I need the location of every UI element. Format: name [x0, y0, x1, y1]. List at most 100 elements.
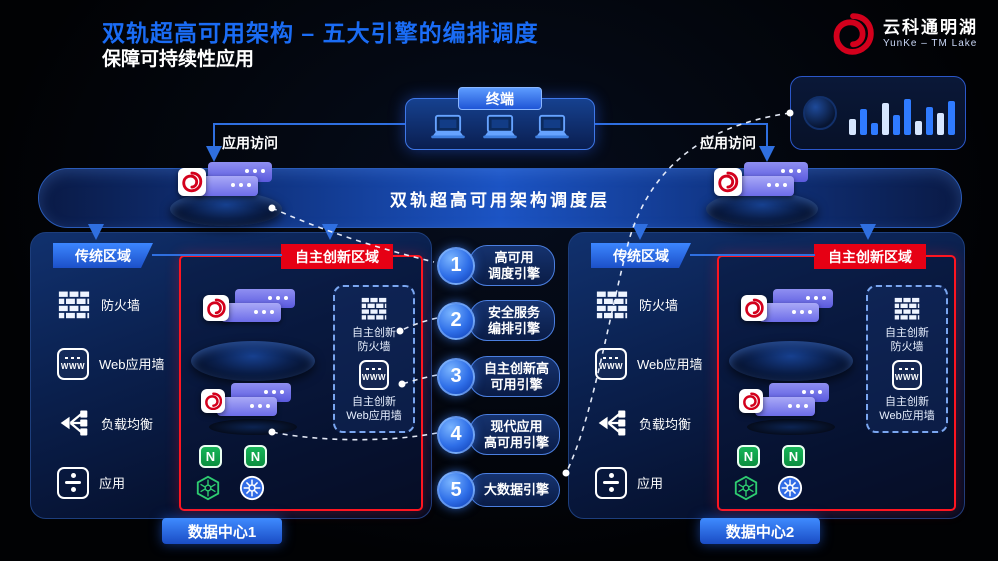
load-balancer-icon [57, 406, 91, 440]
bar-chart [849, 91, 955, 135]
laptop-icon [534, 114, 570, 140]
nginx-icon: N [782, 445, 805, 468]
storage-disk-icon [729, 341, 853, 381]
nginx-row: N N [199, 445, 267, 468]
item-label: Web应用墙 [637, 357, 703, 373]
yunke-swirl-icon [831, 12, 875, 56]
nginx-row: N N [737, 445, 805, 468]
innovation-firewall-label: 自主创新防火墙 [352, 327, 396, 354]
item-label: 负载均衡 [639, 416, 692, 432]
load-balancer-item: 负载均衡 [595, 406, 717, 440]
innovation-server-stack [197, 383, 307, 437]
firewall-item: 防火墙 [57, 287, 179, 321]
item-label: 负载均衡 [101, 416, 154, 432]
app-access-label-left: 应用访问 [222, 135, 278, 151]
server-stack-right [704, 162, 822, 226]
server-card-icon [759, 303, 819, 322]
traditional-items: 防火墙 WWW Web应用墙 负载均衡 应用 [595, 287, 717, 499]
yunke-swirl-icon [203, 295, 229, 321]
datacenter-1-label: 数据中心1 [162, 518, 282, 544]
storage-disk-icon [747, 419, 835, 435]
server-stack-left [168, 162, 286, 226]
storage-disk-icon [191, 341, 315, 381]
datacenter-1-panel: 传统区域 防火墙 WWW Web应用墙 负载均衡 应用 自主创新区域 [30, 232, 432, 519]
storage-disk-icon [706, 192, 818, 226]
terminal-label: 终端 [458, 87, 542, 110]
firewall-icon [595, 287, 629, 321]
orchestration-row [733, 475, 803, 501]
brand-name: 云科通明湖 [883, 17, 978, 37]
innovation-zone-label: 自主创新区域 [814, 244, 926, 269]
application-icon [57, 466, 89, 499]
traditional-zone-label: 传统区域 [591, 243, 691, 268]
kubernetes-icon [777, 475, 803, 501]
brand-name-latin: YunKe – TM Lake [883, 38, 978, 50]
engine-5: 5 大数据引擎 [437, 471, 561, 509]
item-label: 防火墙 [639, 297, 679, 313]
nginx-icon: N [199, 445, 222, 468]
yunke-swirl-icon [201, 389, 225, 413]
item-label: 应用 [99, 476, 126, 492]
innovation-server-stack [735, 383, 845, 437]
server-card-icon [221, 303, 281, 322]
engine-3-number: 3 [437, 357, 475, 396]
application-item: 应用 [57, 466, 179, 499]
page-title: 双轨超高可用架构 – 五大引擎的编排调度 [102, 20, 539, 46]
web-app-wall-item: WWW Web应用墙 [57, 347, 179, 380]
engine-4: 4 现代应用高可用引擎 [437, 414, 561, 456]
yunke-swirl-icon [714, 168, 742, 196]
firewall-icon [361, 297, 387, 320]
engine-5-label: 大数据引擎 [469, 473, 561, 507]
monitoring-panel [790, 76, 966, 150]
kubernetes-icon [239, 475, 265, 501]
firewall-icon [57, 287, 91, 321]
engine-4-number: 4 [437, 415, 475, 454]
engine-5-number: 5 [437, 471, 475, 509]
server-card-icon [217, 397, 277, 416]
terminal-box: 终端 [405, 87, 595, 150]
item-label: Web应用墙 [99, 357, 165, 373]
engine-1: 1 高可用调度引擎 [437, 245, 555, 287]
hexagon-network-icon [733, 475, 759, 501]
storage-disk-icon [209, 419, 297, 435]
innovation-server-stack [729, 289, 859, 385]
app-access-label-right: 应用访问 [700, 135, 756, 151]
server-card-icon [755, 397, 815, 416]
web-app-wall-icon: WWW [595, 347, 627, 380]
innovation-zone-label: 自主创新区域 [281, 244, 393, 269]
server-card-icon [194, 176, 258, 196]
gauge-circle-icon [803, 96, 837, 130]
innovation-firewall-label: 自主创新防火墙 [885, 327, 929, 354]
hexagon-network-icon [195, 475, 221, 501]
item-label: 防火墙 [101, 297, 141, 313]
engine-2-label: 安全服务编排引擎 [469, 300, 555, 342]
engine-3-label: 自主创新高可用引擎 [469, 356, 561, 398]
page-subtitle: 保障可持续性应用 [102, 49, 255, 70]
web-app-wall-icon: WWW [892, 359, 922, 390]
datacenter-2-panel: 传统区域 防火墙 WWW Web应用墙 负载均衡 应用 自主创新区域 [568, 232, 965, 519]
firewall-item: 防火墙 [595, 287, 717, 321]
datacenter-2-label: 数据中心2 [700, 518, 820, 544]
nginx-icon: N [244, 445, 267, 468]
yunke-swirl-icon [739, 389, 763, 413]
item-label: 应用 [637, 476, 664, 492]
application-item: 应用 [595, 466, 717, 499]
engine-2-number: 2 [437, 301, 475, 340]
yunke-swirl-icon [178, 168, 206, 196]
engine-1-number: 1 [437, 246, 475, 285]
engine-1-label: 高可用调度引擎 [469, 245, 555, 287]
engine-3: 3 自主创新高可用引擎 [437, 356, 561, 398]
laptop-icon [430, 114, 466, 140]
firewall-icon [894, 297, 920, 320]
brand-logo: 云科通明湖 YunKe – TM Lake [831, 12, 978, 56]
innovation-server-stack [191, 289, 321, 385]
web-app-wall-icon: WWW [359, 359, 389, 390]
load-balancer-item: 负载均衡 [57, 406, 179, 440]
storage-disk-icon [170, 192, 282, 226]
